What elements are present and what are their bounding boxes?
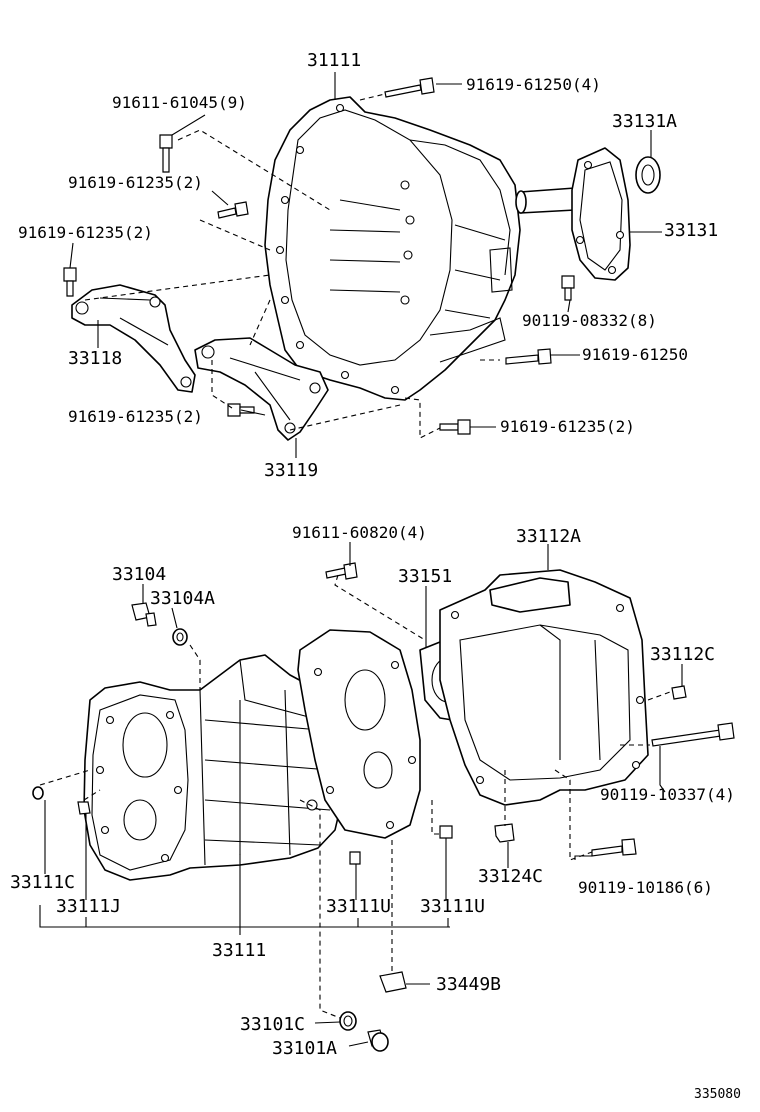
label-90119-08332: 90119-08332(8) (522, 311, 657, 330)
label-33112C: 33112C (650, 644, 715, 665)
bolt-91619-61235-b (63, 267, 77, 297)
bracket-33124C (494, 823, 515, 843)
plug-33104 (131, 602, 157, 627)
bolt-91619-61235-a (217, 201, 249, 219)
label-91619-61235-a: 91619-61235(2) (68, 173, 203, 192)
intermediate-plate (297, 629, 421, 839)
label-91619-61250-4: 91619-61250(4) (466, 75, 601, 94)
label-33124C: 33124C (478, 866, 543, 887)
label-33118: 33118 (68, 348, 122, 369)
extension-housing-33131 (515, 147, 631, 281)
label-33101C: 33101C (240, 1014, 305, 1035)
bolt-90119-10337 (651, 722, 735, 747)
label-33101A: 33101A (272, 1038, 337, 1059)
label-33151: 33151 (398, 566, 452, 587)
label-91619-61235-d: 91619-61235(2) (500, 417, 635, 436)
label-33111-bottom: 33111 (212, 940, 266, 961)
pin-33111J (77, 801, 91, 815)
pin-33111C (32, 786, 44, 800)
label-90119-10186: 90119-10186(6) (578, 878, 713, 897)
drain-plug-33101A (367, 1029, 389, 1052)
label-33111U-a: 33111U (326, 896, 391, 917)
label-33119: 33119 (264, 460, 318, 481)
clip-33449B (379, 971, 407, 993)
label-33131A: 33131A (612, 111, 677, 132)
label-33112A: 33112A (516, 526, 581, 547)
catalog-code: 335080 (694, 1087, 741, 1102)
label-33104A: 33104A (150, 588, 215, 609)
part-labels: 31111 91611-61045(9) 91619-61250(4) 3313… (10, 50, 741, 1102)
label-33449B: 33449B (436, 974, 501, 995)
gasket-33101C (339, 1011, 357, 1031)
label-91619-61250: 91619-61250 (582, 345, 688, 364)
gasket-33104A (172, 628, 188, 646)
bolt-90119-08332 (561, 275, 575, 301)
label-33131: 33131 (664, 220, 718, 241)
label-33104: 33104 (112, 564, 166, 585)
pin-33111U-a (349, 851, 361, 865)
rear-case-33112A (439, 569, 649, 806)
bolt-91619-61250-4 (384, 77, 435, 98)
label-33111J: 33111J (56, 896, 121, 917)
label-33111U-b: 33111U (420, 896, 485, 917)
label-91611-60820: 91611-60820(4) (292, 523, 427, 542)
bolt-91611-60820 (325, 562, 358, 580)
label-90119-10337: 90119-10337(4) (600, 785, 735, 804)
label-91611-61045: 91611-61045(9) (112, 93, 247, 112)
bolt-91611-61045 (159, 134, 173, 173)
bolt-91619-61235-d (439, 419, 471, 435)
pin-33112C (671, 685, 687, 700)
label-91619-61235-b: 91619-61235(2) (18, 223, 153, 242)
pin-33111U-b (439, 825, 453, 839)
oil-seal-33131A (635, 156, 661, 194)
bolt-91619-61250 (505, 348, 552, 365)
clutch-housing-31111 (264, 96, 521, 401)
label-31111-top: 31111 (307, 50, 361, 71)
label-91619-61235-c: 91619-61235(2) (68, 407, 203, 426)
label-33111C: 33111C (10, 872, 75, 893)
bolt-90119-10186 (591, 838, 637, 857)
bracket-33119 (194, 337, 329, 441)
bracket-33118 (71, 284, 196, 393)
